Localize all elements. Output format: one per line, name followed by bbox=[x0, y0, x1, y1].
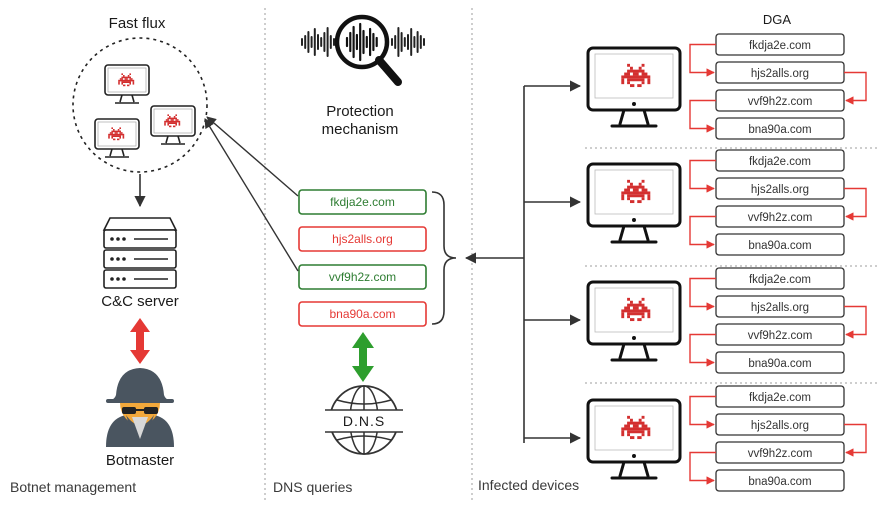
dga-link-arrow bbox=[689, 333, 716, 367]
dga-domain-label: fkdja2e.com bbox=[749, 274, 811, 286]
fast-flux-monitor-icon-2 bbox=[150, 105, 196, 145]
fast-flux-monitor-icon-3 bbox=[94, 118, 140, 158]
dga-domain-label: hjs2alls.org bbox=[751, 302, 809, 314]
infected-device-3: fkdja2e.com hjs2alls.org vvf9h2z.com bna90a… bbox=[524, 267, 867, 374]
fast-flux-circle bbox=[72, 37, 208, 173]
query-brace bbox=[431, 191, 457, 325]
dga-domain-label: vvf9h2z.com bbox=[748, 212, 813, 224]
dga-domain-label: hjs2alls.org bbox=[751, 184, 809, 196]
dga-link-arrow bbox=[689, 277, 716, 311]
arrow-query-1-to-fastflux bbox=[206, 116, 299, 197]
dga-link-arrow bbox=[844, 305, 867, 339]
section-label-dns: DNS queries bbox=[273, 479, 352, 495]
dga-link-arrow bbox=[689, 99, 716, 133]
dga-link-arrow bbox=[689, 215, 716, 249]
monitor-alien-icon bbox=[586, 162, 682, 244]
dga-domain-label: bna90a.com bbox=[748, 124, 811, 136]
monitor-alien-icon bbox=[586, 280, 682, 362]
dga-link-arrow bbox=[844, 187, 867, 221]
dga-domain-label: vvf9h2z.com bbox=[748, 448, 813, 460]
dns-query-2: hjs2alls.org bbox=[298, 226, 427, 252]
infected-device-1: fkdja2e.com hjs2alls.org vvf9h2z.com bna90a… bbox=[524, 33, 867, 140]
dga-domain-label: vvf9h2z.com bbox=[748, 330, 813, 342]
hacker-icon bbox=[106, 368, 174, 447]
dns-query-1: fkdja2e.com bbox=[298, 189, 427, 215]
dns-query-3: vvf9h2z.com bbox=[298, 264, 427, 290]
dga-domain-box: vvf9h2z.com bbox=[715, 323, 845, 346]
dga-domain-box: hjs2alls.org bbox=[715, 413, 845, 436]
section-label-management: Botnet management bbox=[10, 479, 136, 495]
dga-domain-label: fkdja2e.com bbox=[749, 40, 811, 52]
dns-query-domain: vvf9h2z.com bbox=[329, 270, 396, 284]
dga-domain-box: bna90a.com bbox=[715, 351, 845, 374]
arrow-dns-queries bbox=[352, 332, 374, 382]
dns-query-list: fkdja2e.com hjs2alls.org vvf9h2z.com bna90a… bbox=[298, 189, 427, 327]
dga-domain-box: fkdja2e.com bbox=[715, 149, 845, 172]
dga-domain-label: bna90a.com bbox=[748, 358, 811, 370]
fast-flux-label: Fast flux bbox=[109, 15, 166, 32]
dga-domain-label: vvf9h2z.com bbox=[748, 96, 813, 108]
dga-domain-box: vvf9h2z.com bbox=[715, 205, 845, 228]
dga-link-arrow bbox=[689, 43, 716, 77]
infected-device-list: fkdja2e.com hjs2alls.org vvf9h2z.com bna90a… bbox=[524, 33, 867, 492]
arrow-query-3-to-fastflux bbox=[204, 118, 299, 272]
dga-domain-label: fkdja2e.com bbox=[749, 392, 811, 404]
dga-domain-box: fkdja2e.com bbox=[715, 267, 845, 290]
dns-query-domain: fkdja2e.com bbox=[330, 195, 395, 209]
monitor-alien-icon bbox=[586, 46, 682, 128]
dga-domain-label: bna90a.com bbox=[748, 476, 811, 488]
magnifier-soundwave-icon bbox=[301, 14, 425, 86]
dns-label: D.N.S bbox=[343, 413, 385, 429]
dga-domain-label: hjs2alls.org bbox=[751, 68, 809, 80]
dga-domain-box: vvf9h2z.com bbox=[715, 441, 845, 464]
dga-domain-box: hjs2alls.org bbox=[715, 295, 845, 318]
dga-link-arrow bbox=[689, 451, 716, 485]
dga-link-arrow bbox=[844, 423, 867, 457]
arrow-server-botmaster bbox=[130, 318, 150, 364]
dga-domain-box: fkdja2e.com bbox=[715, 33, 845, 56]
server-icon bbox=[102, 217, 178, 289]
dga-domain-label: fkdja2e.com bbox=[749, 156, 811, 168]
dga-domain-label: bna90a.com bbox=[748, 240, 811, 252]
dga-domain-box: bna90a.com bbox=[715, 117, 845, 140]
section-label-infected: Infected devices bbox=[478, 477, 579, 493]
globe-icon bbox=[325, 385, 403, 455]
dga-domain-box: bna90a.com bbox=[715, 469, 845, 492]
dga-domain-label: hjs2alls.org bbox=[751, 420, 809, 432]
infected-device-2: fkdja2e.com hjs2alls.org vvf9h2z.com bna90a… bbox=[524, 149, 867, 256]
monitor-alien-icon bbox=[586, 398, 682, 480]
fast-flux-monitor-icon-1 bbox=[104, 64, 150, 104]
cc-server-label: C&C server bbox=[101, 293, 179, 310]
dga-link-arrow bbox=[689, 395, 716, 429]
dga-domain-box: fkdja2e.com bbox=[715, 385, 845, 408]
dns-query-domain: hjs2alls.org bbox=[332, 232, 393, 246]
dga-link-arrow bbox=[689, 159, 716, 193]
dga-domain-box: bna90a.com bbox=[715, 233, 845, 256]
dga-domain-box: hjs2alls.org bbox=[715, 61, 845, 84]
dga-label: DGA bbox=[763, 12, 792, 27]
botmaster-label: Botmaster bbox=[106, 452, 174, 469]
protection-label-line2: mechanism bbox=[322, 121, 399, 138]
dga-domain-box: hjs2alls.org bbox=[715, 177, 845, 200]
dns-query-4: bna90a.com bbox=[298, 301, 427, 327]
dga-link-arrow bbox=[844, 71, 867, 105]
protection-label-line1: Protection bbox=[326, 103, 394, 120]
dga-domain-box: vvf9h2z.com bbox=[715, 89, 845, 112]
dns-query-domain: bna90a.com bbox=[329, 307, 395, 321]
infected-device-4: fkdja2e.com hjs2alls.org vvf9h2z.com bna90a… bbox=[524, 385, 867, 492]
